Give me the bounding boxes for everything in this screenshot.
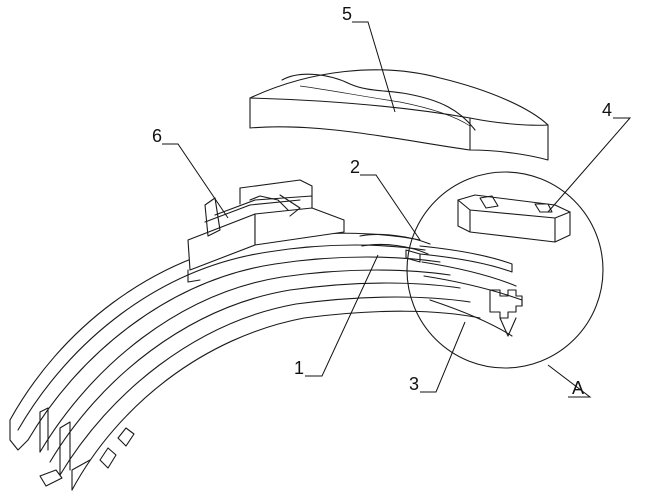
label-4: 4 <box>602 100 612 120</box>
leader-lines <box>162 21 632 398</box>
detail-a <box>406 171 604 369</box>
part-5-cover <box>249 69 549 161</box>
label-5: 5 <box>342 4 352 24</box>
part-6-connector <box>187 179 345 283</box>
label-3: 3 <box>409 374 419 394</box>
arc-assembly <box>9 232 481 491</box>
label-1: 1 <box>294 358 304 378</box>
label-2: 2 <box>350 157 360 177</box>
part-2-strip <box>359 233 431 263</box>
label-6: 6 <box>152 126 162 146</box>
label-detail-a: A <box>572 378 584 398</box>
